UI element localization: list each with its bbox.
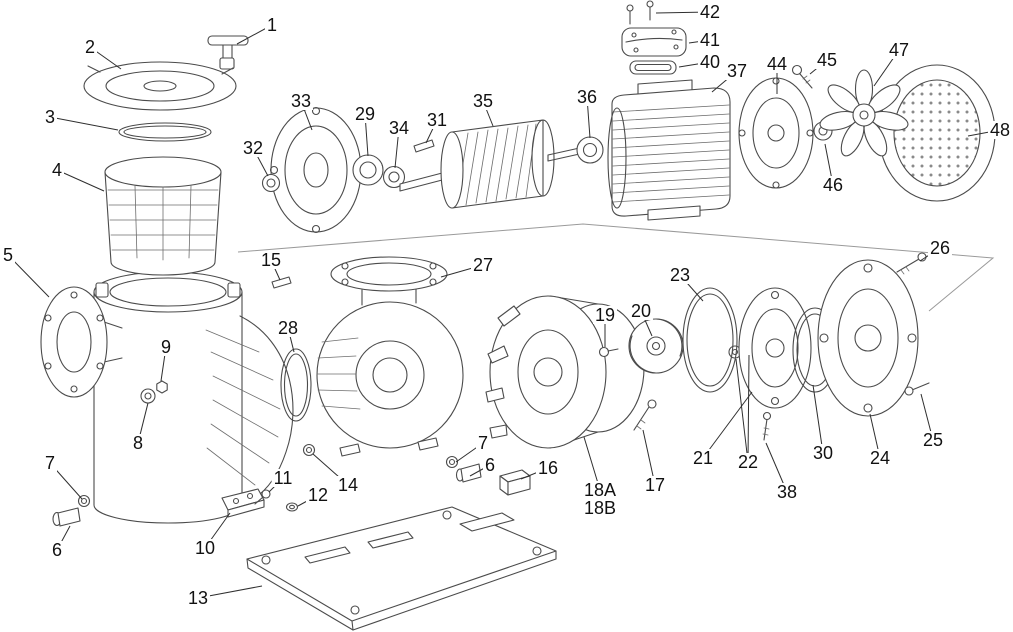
callout-label-22: 22: [735, 452, 761, 472]
callout-label-26: 26: [927, 238, 953, 258]
callout-label-23: 23: [667, 265, 693, 285]
part-13-base-plate: [246, 506, 557, 631]
part-37-motor-stator: [607, 79, 731, 221]
part-41-terminal-cover: [621, 27, 687, 57]
callout-label-7-right: 7: [475, 433, 491, 453]
part-48-fan-cover: [878, 64, 996, 202]
callout-label-10: 10: [192, 538, 218, 558]
part-9-nut: [156, 380, 168, 394]
callout-label-18A: 18A: [581, 480, 619, 500]
callout-label-14: 14: [335, 475, 361, 495]
perspective-plane-line: [237, 223, 995, 312]
callout-label-24: 24: [867, 448, 893, 468]
callout-label-33: 33: [288, 91, 314, 111]
part-35-rotor: [399, 119, 585, 209]
part-15-dowel-pin: [271, 276, 292, 289]
part-20-impeller: [628, 318, 684, 374]
part-45-bolt: [791, 64, 813, 89]
callout-label-18B: 18B: [581, 498, 619, 518]
callout-label-45: 45: [814, 50, 840, 70]
callout-label-25: 25: [920, 430, 946, 450]
callout-label-3: 3: [42, 107, 58, 127]
part-21-seal-plate: [738, 287, 812, 409]
part-23-seal-plate-gasket: [682, 287, 738, 393]
callout-label-41: 41: [697, 30, 723, 50]
callout-label-20: 20: [628, 301, 654, 321]
part-7-plug-oring-left: [77, 494, 91, 508]
callout-label-40: 40: [697, 52, 723, 72]
callout-label-29: 29: [352, 104, 378, 124]
part-4-strainer-basket: [104, 156, 222, 276]
part-1-clamp-knob: [207, 35, 249, 70]
callout-label-37: 37: [724, 61, 750, 81]
callout-label-5: 5: [0, 245, 16, 265]
callout-label-13: 13: [185, 588, 211, 608]
callout-label-7-left: 7: [42, 453, 58, 473]
part-34-bearing: [382, 165, 406, 189]
part-3-lid-oring: [118, 122, 212, 142]
part-44-rear-endbell: [738, 77, 814, 189]
callout-label-38: 38: [774, 482, 800, 502]
callout-label-2: 2: [82, 37, 98, 57]
callout-label-11: 11: [271, 468, 295, 488]
part-28-volute-oring: [280, 348, 312, 422]
callout-label-9: 9: [158, 337, 174, 357]
part-6-drain-plug-right: [455, 463, 482, 483]
callout-label-17: 17: [642, 475, 668, 495]
callout-label-30: 30: [810, 443, 836, 463]
callout-label-36: 36: [574, 87, 600, 107]
part-36-bearing: [576, 136, 604, 164]
part-42-cover-screws: [626, 0, 654, 25]
part-7-plug-oring-right: [445, 455, 459, 469]
callout-label-1: 1: [264, 15, 280, 35]
part-29-bearing: [352, 154, 384, 186]
callout-label-27: 27: [470, 255, 496, 275]
part-17-screw: [633, 399, 657, 431]
callout-label-31: 31: [424, 110, 450, 130]
callout-label-6-left: 6: [49, 540, 65, 560]
callout-label-47: 47: [886, 40, 912, 60]
part-40-terminal-gasket: [629, 60, 677, 75]
part-27-volute: [316, 256, 464, 457]
callout-label-34: 34: [386, 118, 412, 138]
part-14-bolt: [302, 443, 316, 457]
part-16-key-wedge: [499, 469, 531, 496]
part-26-screw: [896, 252, 927, 275]
callout-label-46: 46: [820, 175, 846, 195]
part-31-shaft-key: [413, 139, 435, 153]
callout-label-28: 28: [275, 318, 301, 338]
callout-label-12: 12: [305, 485, 331, 505]
part-19-impeller-screw: [598, 346, 619, 358]
callout-label-8: 8: [130, 433, 146, 453]
part-5-inlet-flange: [40, 286, 123, 398]
callout-label-16: 16: [535, 458, 561, 478]
callout-label-21: 21: [690, 448, 716, 468]
callout-label-32: 32: [240, 138, 266, 158]
callout-label-19: 19: [592, 305, 618, 325]
part-47-fan: [819, 69, 909, 157]
part-38-screw: [762, 411, 772, 441]
part-25-screw: [904, 382, 930, 396]
callout-label-6-right: 6: [482, 455, 498, 475]
callout-label-44: 44: [764, 54, 790, 74]
part-12-washer: [285, 502, 299, 512]
part-24-motor-mount-plate: [817, 259, 919, 417]
part-33-front-endbell: [269, 106, 363, 234]
part-11-screw: [254, 489, 271, 505]
part-6-drain-plug-left: [52, 507, 81, 527]
callout-label-4: 4: [49, 160, 65, 180]
callout-label-15: 15: [258, 250, 284, 270]
part-pump-tank-body: [93, 271, 294, 524]
part-32-bearing: [261, 173, 281, 193]
part-18-diffuser: [485, 295, 645, 449]
callout-label-48: 48: [987, 120, 1013, 140]
callout-label-42: 42: [697, 2, 723, 22]
part-2-strainer-lid: [83, 61, 237, 111]
part-8-washer: [140, 388, 156, 404]
callout-label-35: 35: [470, 91, 496, 111]
